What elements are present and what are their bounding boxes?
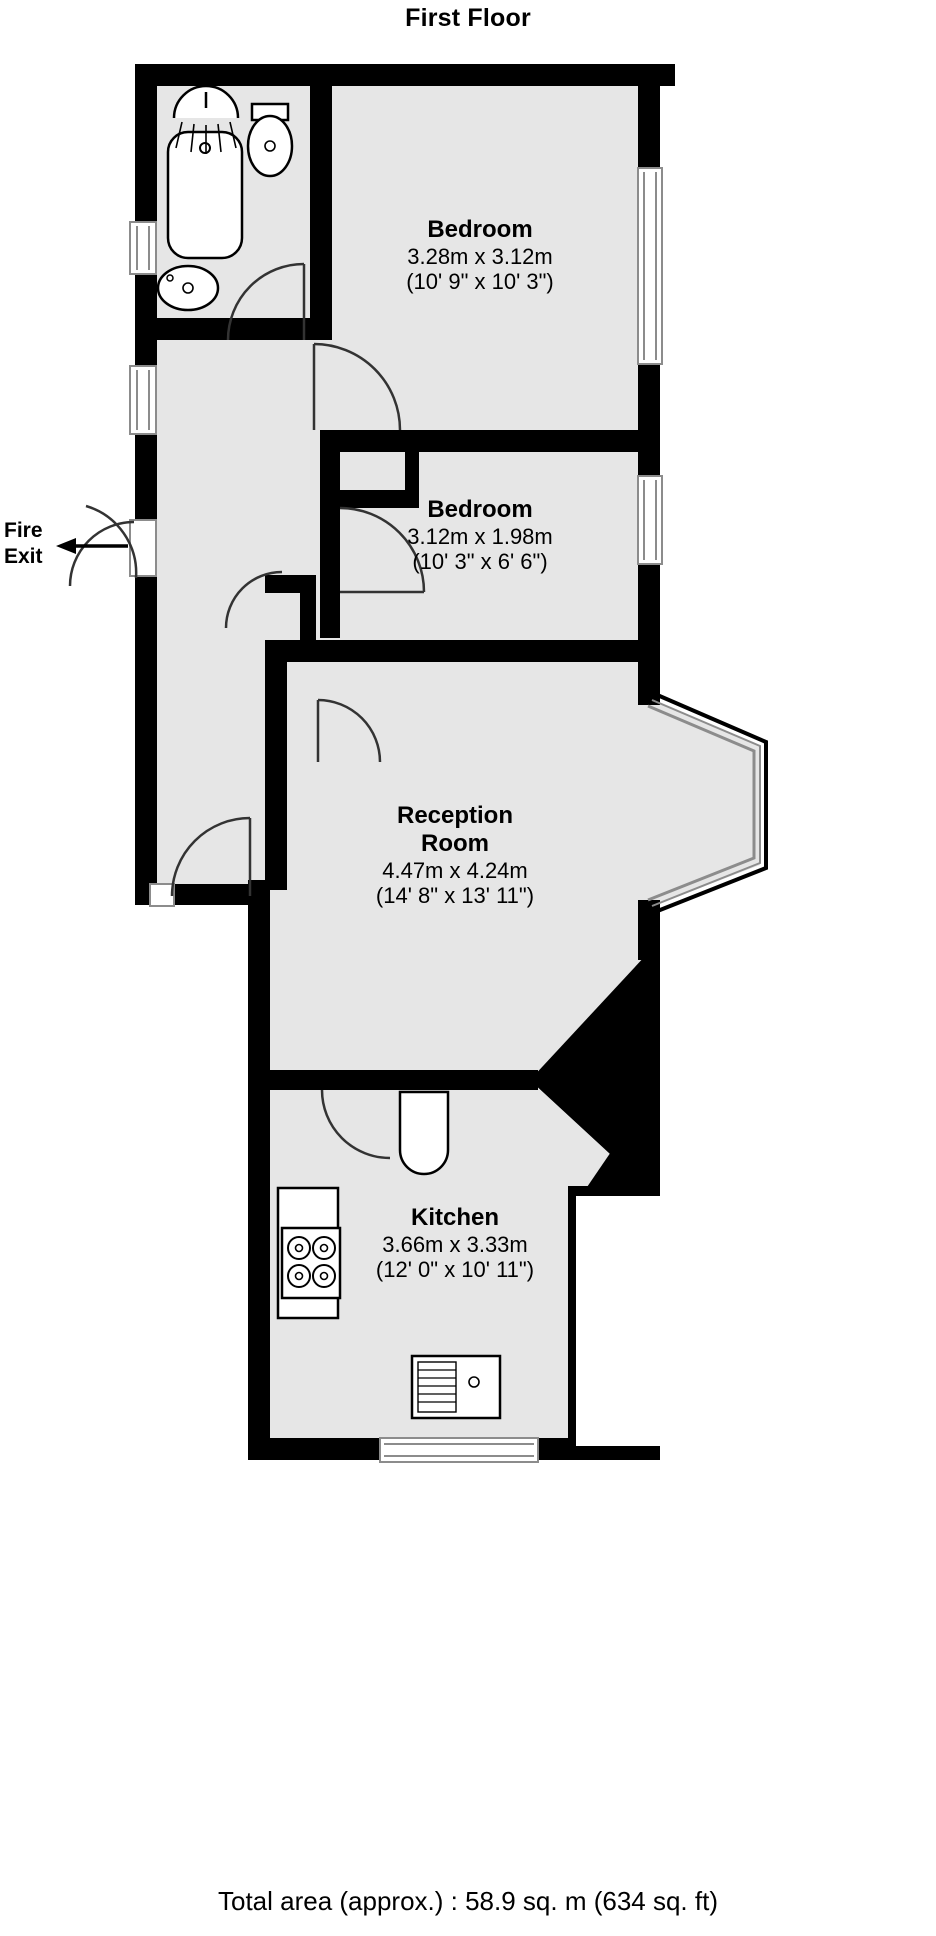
kitchen-hob (280, 1226, 342, 1300)
fire-exit-line-2: Exit (4, 545, 43, 569)
door-swings (68, 262, 426, 1160)
fire-exit-line-1: Fire (4, 519, 43, 542)
bathtub (166, 130, 244, 260)
page-title: First Floor (405, 4, 531, 32)
wash-basin (156, 264, 220, 312)
total-area-text: Total area (approx.) : 58.9 sq. m (634 s… (217, 1886, 718, 1916)
interior-walls (157, 86, 660, 1090)
kitchen-sink (410, 1354, 502, 1420)
exterior-walls (135, 64, 675, 1460)
windows (129, 167, 663, 1463)
fire-exit-label: Fire Exit (4, 518, 64, 571)
toilet (246, 102, 294, 178)
kitchen-unit (398, 1090, 450, 1176)
fire-exit-arrow-icon (56, 538, 128, 554)
kitchen-chamfer-wall (530, 1080, 660, 1446)
floor-fill-group (150, 78, 760, 1450)
bay-window (647, 692, 768, 914)
shower-head-icon (172, 84, 240, 154)
